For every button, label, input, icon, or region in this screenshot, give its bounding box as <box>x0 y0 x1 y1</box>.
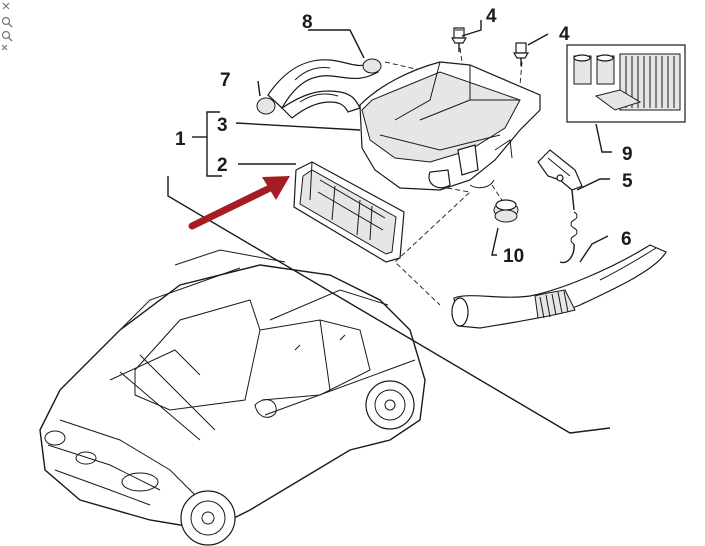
callout-5[interactable]: 5 <box>622 171 633 192</box>
callout-2[interactable]: 2 <box>217 155 228 176</box>
part-intake-duct-6[interactable] <box>451 244 667 329</box>
rotate-icon[interactable] <box>2 2 10 10</box>
part-hose-7-8[interactable] <box>256 58 382 119</box>
leader-lines <box>192 20 612 263</box>
front-wheel <box>180 490 236 546</box>
part-grommet-10[interactable] <box>493 199 519 223</box>
callout-4-right[interactable]: 4 <box>559 24 570 45</box>
screw-4-left[interactable] <box>450 27 468 52</box>
part-bracket-5[interactable] <box>537 149 583 264</box>
kit-element-icon <box>594 89 642 111</box>
callout-1[interactable]: 1 <box>175 129 186 150</box>
zoom-out-icon[interactable] <box>1 30 13 42</box>
screw-4-right[interactable] <box>512 42 530 66</box>
zoom-toolbar <box>1 2 13 51</box>
callout-6[interactable]: 6 <box>621 229 632 250</box>
callout-10[interactable]: 10 <box>503 246 524 267</box>
part-filter-element-2[interactable] <box>293 161 405 263</box>
highlight-arrow <box>188 176 290 230</box>
callout-3[interactable]: 3 <box>217 115 228 136</box>
callout-9[interactable]: 9 <box>622 144 633 165</box>
callout-7[interactable]: 7 <box>220 70 231 91</box>
zoom-in-icon[interactable] <box>1 16 13 28</box>
fit-icon[interactable] <box>1 44 8 51</box>
callout-8[interactable]: 8 <box>302 12 313 33</box>
callout-labels: 1 2 3 4 4 5 6 7 8 9 10 <box>175 6 633 267</box>
part-airbox-1[interactable] <box>359 61 541 191</box>
rear-wheel <box>365 380 415 430</box>
hose-clamp-7 <box>256 97 276 115</box>
vehicle-illustration <box>39 249 426 546</box>
callout-4-left[interactable]: 4 <box>486 6 497 27</box>
projection-line <box>167 176 611 434</box>
part-service-kit-9[interactable] <box>566 44 686 123</box>
hose-clamp-8 <box>362 58 382 74</box>
